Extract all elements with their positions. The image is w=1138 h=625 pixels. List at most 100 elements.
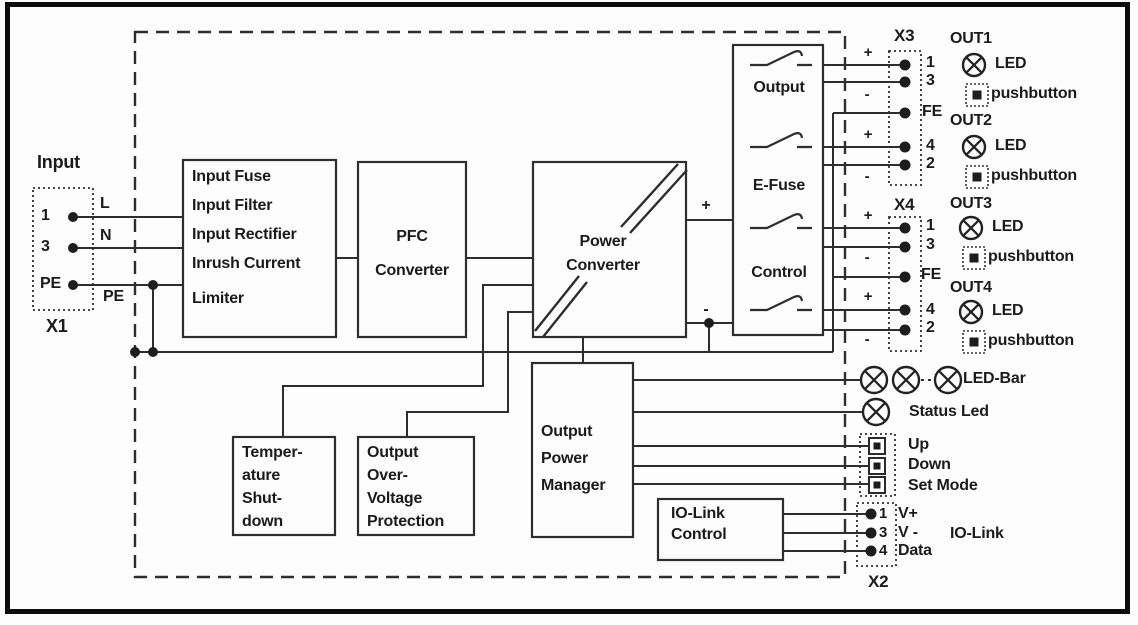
led-icon-out4 bbox=[958, 299, 984, 325]
x4-terminal: 1 bbox=[926, 217, 935, 234]
down-button-icon bbox=[868, 457, 886, 475]
dc-minus-sign: - bbox=[703, 301, 709, 318]
terminal-dots bbox=[68, 59, 911, 557]
connector-box-x2 bbox=[856, 502, 897, 567]
iolink-line: IO-Link bbox=[671, 505, 725, 522]
opm-line: Power bbox=[541, 450, 589, 467]
x1-terminal-1: 1 bbox=[41, 207, 50, 224]
outer-frame bbox=[5, 2, 1130, 614]
up-button-label: Up bbox=[908, 436, 929, 453]
down-button-label: Down bbox=[908, 456, 951, 473]
set-mode-button-label: Set Mode bbox=[908, 477, 978, 494]
temp-line: ature bbox=[242, 467, 281, 484]
x4-terminal: FE bbox=[921, 266, 942, 283]
switch-icon-1 bbox=[750, 50, 812, 67]
input-stage-line: Input Filter bbox=[192, 197, 273, 214]
device-dashed-boundary bbox=[133, 30, 847, 579]
iolink-protocol-label: IO-Link bbox=[950, 525, 1004, 542]
x1-name: X1 bbox=[46, 316, 68, 336]
input-stage-block bbox=[181, 158, 338, 339]
pushbutton-icon-out3 bbox=[962, 246, 986, 270]
x4-terminal: 4 bbox=[926, 301, 935, 318]
isolation-marks-icon bbox=[534, 163, 688, 338]
input-stage-line: Limiter bbox=[192, 290, 244, 307]
pfc-line: PFC bbox=[396, 228, 428, 245]
x2-name: X2 bbox=[868, 572, 889, 591]
input-stage-line: Input Rectifier bbox=[192, 226, 297, 243]
led-bar-icon bbox=[859, 365, 963, 395]
out3-label: OUT3 bbox=[950, 195, 992, 212]
power-converter-line: Power bbox=[579, 233, 627, 250]
x3-terminal: FE bbox=[922, 103, 943, 120]
connector-box-x3 bbox=[888, 50, 922, 186]
out3-button-label: pushbutton bbox=[988, 248, 1074, 265]
pfc-converter-block bbox=[356, 160, 468, 339]
pushbutton-icon-out1 bbox=[965, 83, 989, 107]
x4-terminal: 3 bbox=[926, 236, 935, 253]
x3-plus-2: + bbox=[863, 126, 873, 143]
ovp-line: Voltage bbox=[367, 490, 423, 507]
buttons-group-box bbox=[859, 433, 896, 497]
pfc-line: Converter bbox=[375, 262, 449, 279]
temp-line: Temper- bbox=[242, 444, 303, 461]
x3-terminal: 1 bbox=[926, 54, 935, 71]
led-icon-out3 bbox=[958, 215, 984, 241]
x4-plus-2: + bbox=[863, 288, 873, 305]
output-power-manager-block bbox=[530, 361, 635, 539]
out1-led-label: LED bbox=[995, 55, 1027, 72]
led-icon-out2 bbox=[961, 134, 987, 160]
wire-label-pe: PE bbox=[103, 288, 124, 305]
out2-led-label: LED bbox=[995, 137, 1027, 154]
out2-label: OUT2 bbox=[950, 112, 992, 129]
switch-icon-4 bbox=[750, 295, 812, 312]
out1-label: OUT1 bbox=[950, 30, 992, 47]
x1-terminal-3: 3 bbox=[41, 238, 50, 255]
switch-icon-3 bbox=[750, 213, 812, 230]
output-stage-label: Control bbox=[751, 264, 807, 281]
iolink-line: Control bbox=[671, 526, 727, 543]
input-stage-line: Input Fuse bbox=[192, 168, 271, 185]
wire-label-l: L bbox=[100, 195, 110, 212]
status-led-icon bbox=[861, 397, 891, 427]
x3-minus-2: - bbox=[864, 168, 870, 185]
opm-line: Output bbox=[541, 423, 593, 440]
dc-plus-sign: + bbox=[701, 197, 711, 214]
power-converter-line: Converter bbox=[566, 257, 640, 274]
wire-converter-to-ovp bbox=[406, 311, 533, 437]
x2-signal-vminus: V - bbox=[898, 524, 918, 541]
x2-terminal: 1 bbox=[879, 505, 888, 522]
set-mode-button-icon bbox=[868, 476, 886, 494]
x4-plus-1: + bbox=[863, 207, 873, 224]
led-bar-label: LED-Bar bbox=[963, 370, 1026, 387]
wire-label-n: N bbox=[100, 227, 112, 244]
x4-minus-1: - bbox=[864, 249, 870, 266]
x3-terminal: 3 bbox=[926, 72, 935, 89]
led-icon-out1 bbox=[961, 52, 987, 78]
x3-terminal: 4 bbox=[926, 137, 935, 154]
x3-plus-1: + bbox=[863, 44, 873, 61]
out4-label: OUT4 bbox=[950, 279, 992, 296]
connector-box-x4 bbox=[888, 216, 922, 352]
ovp-line: Over- bbox=[367, 467, 408, 484]
wire-converter-to-temp bbox=[282, 284, 533, 437]
out4-led-label: LED bbox=[992, 302, 1024, 319]
pushbutton-icon-out4 bbox=[962, 330, 986, 354]
x3-minus-1: - bbox=[864, 86, 870, 103]
input-stage-line: Inrush Current bbox=[192, 255, 301, 272]
x3-terminal: 2 bbox=[926, 155, 935, 172]
x3-name: X3 bbox=[894, 26, 915, 45]
status-led-label: Status Led bbox=[909, 403, 989, 420]
overvoltage-protection-block bbox=[356, 435, 476, 537]
x1-terminal-pe: PE bbox=[40, 275, 61, 292]
up-button-icon bbox=[868, 437, 886, 455]
ovp-line: Output bbox=[367, 444, 419, 461]
opm-line: Manager bbox=[541, 477, 606, 494]
ovp-line: Protection bbox=[367, 513, 445, 530]
out1-button-label: pushbutton bbox=[991, 85, 1077, 102]
out2-button-label: pushbutton bbox=[991, 167, 1077, 184]
x2-signal-data: Data bbox=[898, 542, 932, 559]
x4-name: X4 bbox=[894, 195, 915, 214]
temp-line: down bbox=[242, 513, 283, 530]
